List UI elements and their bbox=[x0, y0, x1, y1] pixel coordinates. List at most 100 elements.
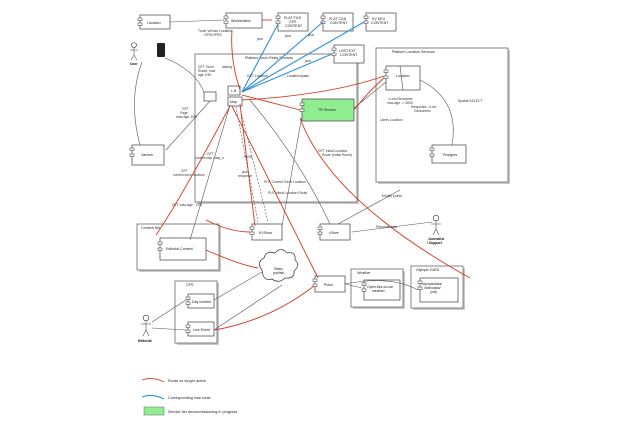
e19-line-2: max-age -> 3600 bbox=[387, 101, 413, 105]
component-editorial-content: Editorial Content bbox=[157, 237, 207, 261]
cloud-line-1: Static bbox=[274, 267, 283, 271]
e11-line-1: GFT bbox=[181, 169, 188, 173]
journalist-line-1: Journalist bbox=[428, 237, 445, 241]
legend-red-line bbox=[141, 377, 165, 383]
e14-line-2: current day / day_n bbox=[195, 156, 224, 160]
live-text-line-1: LIVETEXT bbox=[339, 49, 357, 53]
component-postgres-label: Postgres bbox=[443, 153, 457, 157]
e13-line-1: json bbox=[241, 170, 248, 174]
e19-line-1: <Lnt>/Geoname bbox=[388, 97, 413, 101]
edge-label-modify-points: Modify points bbox=[382, 194, 402, 198]
olympics-line-3: (cdl) bbox=[430, 290, 437, 294]
component-live-event-label: Live Event bbox=[193, 328, 210, 332]
red-routes bbox=[155, 19, 471, 331]
e21-line-1: Response: <Lnt> bbox=[411, 105, 437, 109]
e21-line-2: Geonames bbox=[414, 109, 431, 113]
live-text-line-2: CONTENT bbox=[340, 53, 358, 57]
component-day-content: Day content bbox=[185, 293, 215, 309]
e13-line-2: response bbox=[238, 174, 252, 178]
kv-dev-line-1: KV DEV bbox=[372, 17, 386, 21]
edge-label-json-1: json bbox=[256, 37, 263, 41]
group-content-net: Content Net bbox=[136, 223, 221, 272]
component-weather: Open.bbc.co.uk/weather bbox=[361, 279, 401, 301]
legend-blue-line bbox=[141, 394, 165, 400]
actor-user: User bbox=[130, 42, 165, 66]
component-postgres: Postgres bbox=[429, 144, 467, 164]
journalist-line-2: / Support bbox=[427, 241, 443, 245]
component-olympics-data: olympicdata/videodata/(cdl) bbox=[417, 277, 459, 303]
group-weather-label: Weather bbox=[357, 271, 371, 275]
actor-editorial-label: Editorial bbox=[138, 339, 152, 343]
component-location-service-label: Location bbox=[396, 74, 410, 78]
e9-line-1: GFT bbox=[182, 107, 189, 111]
component-worldmatics: Worldmatics bbox=[223, 12, 263, 29]
component-location: Location bbox=[137, 14, 171, 30]
weather-line-2: weather bbox=[372, 289, 386, 293]
flat-file-line-1: FLAT FILE bbox=[284, 16, 302, 20]
blue-routes bbox=[241, 21, 365, 93]
legend-red-label: Route no longer active bbox=[168, 379, 206, 383]
component-live-event: Live Event bbox=[185, 321, 215, 337]
edge-label-json-3: json bbox=[307, 33, 314, 37]
olympics-line-1: olympicdata/ bbox=[422, 282, 442, 286]
component-weather-label: Open.bbc.co.uk/weather bbox=[367, 285, 393, 293]
component-kvstore-label: KVStore bbox=[259, 231, 272, 235]
edge-label-gft-max-age: GFT max-age : 1/30 bbox=[172, 203, 202, 207]
component-lb-label: L.B bbox=[231, 89, 237, 93]
cloud-line-2: publish bbox=[273, 271, 284, 275]
edge-label-response: Response: <Lnt>Geonames bbox=[411, 105, 437, 113]
component-page-proxy bbox=[203, 91, 217, 102]
e1-line-2: GPS/GPRS bbox=[204, 33, 222, 37]
component-worldmatics-label: Worldmatics bbox=[231, 19, 251, 23]
edge-label-json-2: json bbox=[284, 34, 291, 38]
olympics-line-2: videodata/ bbox=[424, 286, 441, 290]
group-olympic-data-label: Olympic DATA bbox=[416, 268, 440, 272]
e9-line-3: max-age 1/30 bbox=[176, 115, 197, 119]
component-tr-service: TR Service bbox=[299, 98, 355, 122]
flat-cda-line-1: FLAT CDA bbox=[329, 17, 347, 21]
legend-green-swatch bbox=[143, 406, 165, 416]
actor-user-label: User bbox=[130, 62, 138, 66]
component-map-label: Map bbox=[230, 100, 237, 104]
actor-editorial: Editorial bbox=[138, 314, 152, 343]
e17-line-2: Route (Initial Route) bbox=[322, 153, 352, 157]
edge-label-personal-data: Personal data bbox=[376, 225, 397, 229]
edge-label-location-quals: Location/quals bbox=[287, 74, 309, 78]
edge-label-json-4: json bbox=[304, 59, 311, 63]
legend: Route no longer active Corresponding new… bbox=[141, 377, 237, 416]
component-editorial-content-label: Editorial Content bbox=[166, 247, 193, 251]
group-platform-torch: Platform Torch Relay Services bbox=[194, 53, 359, 204]
legend-blue-label: Corresponding new route bbox=[168, 396, 211, 400]
edge-label-get-location: GET Location bbox=[247, 74, 268, 78]
flat-file-line-2: CPS bbox=[289, 20, 297, 24]
grey-connectors bbox=[134, 19, 454, 331]
edge-label-users-location: Users Location bbox=[380, 118, 403, 122]
group-platform-location-label: Platform Location Services bbox=[392, 50, 435, 54]
actor-journalist-label: Journalist/ Support bbox=[427, 237, 445, 245]
flat-cda-line-2: CONTENT bbox=[330, 21, 348, 25]
e14-line-1: GFT bbox=[207, 152, 214, 156]
kv-dev-line-2: CONTENT bbox=[371, 21, 389, 25]
e7-line-3: age 1/30 bbox=[198, 73, 211, 77]
component-json-store: rStore bbox=[317, 223, 351, 241]
component-day-content-label: Day content bbox=[192, 300, 211, 304]
edge-label-spatial-select: Spatial SELECT bbox=[458, 99, 483, 103]
edge-label-put-current: PUT Current Torch Location bbox=[264, 180, 306, 184]
e11-line-2: current torch location bbox=[173, 173, 205, 177]
